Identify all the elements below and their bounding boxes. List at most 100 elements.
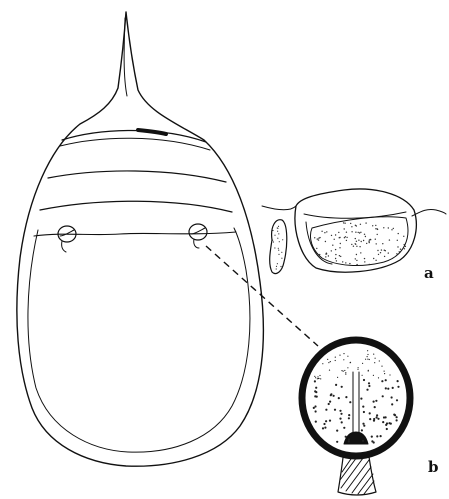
stipple-dot: [331, 250, 332, 251]
stipple-dot: [361, 429, 363, 431]
stipple-dot: [339, 410, 341, 412]
stipple-dot: [334, 409, 336, 411]
stipple-dot: [329, 401, 331, 403]
stipple-dot: [375, 239, 376, 240]
stipple-dot: [317, 238, 318, 239]
stipple-dot: [393, 228, 394, 229]
capsule-inner-2: [306, 222, 332, 264]
stipple-dot: [376, 435, 378, 437]
stipple-dot: [272, 240, 273, 241]
stipple-dot: [318, 239, 319, 240]
stipple-dot: [332, 245, 333, 246]
stipple-dot: [315, 421, 317, 423]
band-3: [40, 201, 232, 212]
stipple-dot: [381, 366, 382, 367]
stipple-dot: [314, 395, 316, 397]
stipple-dot: [343, 359, 344, 360]
stipple-dot: [384, 256, 385, 257]
stipple-dot: [355, 238, 356, 239]
stipple-dot: [326, 231, 327, 232]
body-outline: [17, 12, 264, 466]
stipple-dot: [377, 234, 378, 235]
inner-margin: [28, 228, 250, 452]
stipple-dot: [367, 354, 368, 355]
stipple-dot: [399, 251, 400, 252]
band-1: [62, 131, 206, 143]
stipple-dot: [400, 249, 401, 250]
stipple-dot: [373, 441, 375, 443]
left-organ: [58, 226, 76, 252]
stipple-dot: [344, 228, 345, 229]
stipple-dot: [281, 258, 282, 259]
stipple-dot: [346, 237, 347, 238]
stipple-dot: [327, 359, 328, 360]
small-structure: [270, 220, 287, 274]
stipple-dot: [381, 249, 382, 250]
stipple-dot: [335, 384, 337, 386]
stipple-dot: [344, 370, 345, 371]
stipple-dot: [370, 239, 371, 240]
stipple-dot: [335, 360, 336, 361]
stipple-dot: [341, 386, 343, 388]
stipple-dot: [323, 423, 325, 425]
stipple-dot: [353, 246, 354, 247]
stipple-dot: [396, 253, 397, 254]
stipple-dot: [378, 377, 379, 378]
stipple-dot: [368, 370, 369, 371]
stipple-dot: [360, 398, 362, 400]
stipple-dot: [385, 379, 387, 381]
stipple-dot: [359, 232, 360, 233]
stipple-dot: [342, 261, 343, 262]
stipple-dot: [384, 373, 385, 374]
stipple-dot: [374, 362, 375, 363]
stipple-dot: [356, 241, 357, 242]
main-body: [17, 12, 264, 466]
stipple-dot: [317, 376, 318, 377]
stipple-dot: [339, 418, 341, 420]
stipple-dot: [397, 240, 398, 241]
capsule-outer: [295, 189, 416, 272]
stipple-dot: [362, 440, 364, 442]
stipple-dot: [397, 246, 398, 247]
stipple-dot: [346, 232, 347, 233]
stipple-dot: [369, 242, 370, 243]
stipple-dot: [362, 375, 363, 376]
stipple-dot: [317, 378, 318, 379]
stipple-dot: [397, 386, 399, 388]
stipple-dot: [321, 231, 322, 232]
stipple-dot: [358, 367, 359, 368]
stipple-dot: [347, 367, 348, 368]
stipple-dot: [348, 438, 350, 440]
stipple-dot: [356, 254, 357, 255]
stipple-dot: [362, 406, 364, 408]
stipple-dot: [345, 236, 346, 237]
stipple-dot: [341, 370, 342, 371]
stipple-dot: [276, 268, 277, 269]
stipple-dot: [277, 231, 278, 232]
stipple-dot: [375, 228, 376, 229]
stipple-dot: [336, 260, 337, 261]
stipple-dot: [278, 233, 279, 234]
stipple-dot: [335, 357, 336, 358]
stipple-dot: [373, 375, 374, 376]
stipple-dot: [346, 240, 347, 241]
stipple-dot: [377, 229, 378, 230]
stipple-dot: [341, 421, 343, 423]
stipple-dot: [313, 407, 315, 409]
stipple-dot: [403, 236, 404, 237]
stipple-dot: [362, 423, 364, 425]
stipple-dot: [336, 430, 338, 432]
stipple-dot: [396, 399, 398, 401]
stipple-dot: [348, 414, 350, 416]
surface-line: [262, 206, 446, 216]
stipple-dot: [378, 254, 379, 255]
stipple-dot: [279, 241, 280, 242]
stipple-dot: [372, 225, 373, 226]
stipple-dot: [393, 414, 395, 416]
right-organ: [189, 224, 207, 248]
stipple-dot: [360, 224, 361, 225]
stipple-dot: [385, 387, 387, 389]
stipple-dot: [350, 362, 351, 363]
stipple-dot: [339, 247, 340, 248]
stipple-dot: [404, 248, 405, 249]
